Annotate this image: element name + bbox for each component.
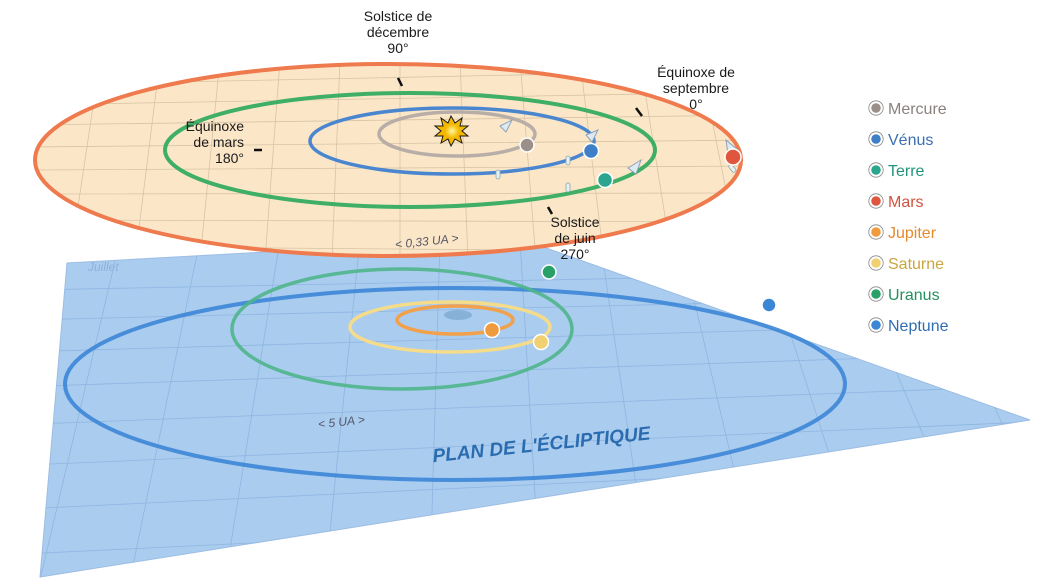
ecliptic-scale-label: < 5 UA >: [317, 412, 365, 431]
legend-label: Vénus: [888, 132, 933, 149]
legend-item: Jupiter: [868, 224, 937, 242]
mercury-orbit: [377, 110, 537, 158]
legend-swatch-ring: [868, 286, 884, 302]
equinox-march-label: Équinoxe de mars 180°: [186, 118, 245, 166]
september-line-2: septembre: [663, 80, 729, 96]
legend-swatch-ring: [868, 193, 884, 209]
solstice-june-label: Solstice de juin 270°: [550, 214, 599, 262]
legend-swatch-ring: [868, 224, 884, 240]
legend-item: Vénus: [868, 131, 933, 149]
legend-swatch-ring: [868, 162, 884, 178]
inner-scale-label: < 0,33 UA >: [394, 231, 459, 252]
jupiter-planet: [483, 321, 501, 339]
uranus-orbit: [230, 267, 574, 391]
legend-swatch: [869, 132, 883, 146]
solstice-december-label: Solstice de décembre 90°: [364, 8, 433, 56]
legend-item: Mars: [868, 193, 924, 211]
saturn-planet: [532, 333, 550, 351]
neptune-orbit: [63, 286, 847, 482]
december-line-3: 90°: [387, 40, 408, 56]
march-line-1: Équinoxe: [186, 118, 245, 134]
december-line-2: décembre: [367, 24, 429, 40]
march-line-3: 180°: [215, 150, 244, 166]
june-line-1: Solstice: [550, 214, 599, 230]
legend-item: Mercure: [868, 100, 947, 118]
mercury-planet: [519, 137, 535, 153]
uranus-planet: [541, 264, 557, 280]
legend-label: Mercure: [888, 101, 947, 118]
season-ticks: [254, 77, 643, 215]
legend-label: Saturne: [888, 256, 944, 273]
venus-planet: [582, 142, 600, 160]
legend-item: Neptune: [868, 317, 949, 335]
legend-swatch: [869, 225, 883, 239]
june-line-2: de juin: [554, 230, 595, 246]
neptune-planet: [761, 297, 777, 313]
legend-swatch: [869, 163, 883, 177]
legend-item: Terre: [868, 162, 925, 180]
mars-planet: [724, 148, 742, 166]
september-line-1: Équinoxe de: [657, 64, 735, 80]
legend-swatch-ring: [868, 255, 884, 271]
month-label: Juillet: [87, 260, 119, 274]
march-line-2: de mars: [193, 134, 244, 150]
jupiter-orbit: [395, 304, 515, 336]
ecliptic-plane: Juillet < 5 UA > PLAN DE L'ÉCLIPTIQUE: [39, 237, 1031, 578]
inner-orbits-plane: < 0,33 UA >: [33, 62, 743, 258]
inner-plane-surface: [35, 64, 741, 256]
equinox-september-label: Équinoxe de septembre 0°: [657, 64, 735, 112]
earth-orbit: [163, 91, 657, 209]
legend-label: Terre: [888, 163, 925, 180]
june-line-3: 270°: [561, 246, 590, 262]
legend-label: Uranus: [888, 287, 940, 304]
earth-planet: [596, 171, 614, 189]
legend-label: Neptune: [888, 318, 949, 335]
legend-swatch-ring: [868, 100, 884, 116]
legend-swatch: [869, 256, 883, 270]
saturn-orbit: [348, 300, 552, 354]
planet-legend: MercureVénusTerreMarsJupiterSaturneUranu…: [868, 100, 949, 335]
legend-item: Saturne: [868, 255, 944, 273]
venus-orbit: [308, 106, 596, 176]
legend-swatch: [869, 287, 883, 301]
legend-swatch-ring: [868, 131, 884, 147]
legend-label: Mars: [888, 194, 924, 211]
legend-item: Uranus: [868, 286, 940, 304]
legend-swatch: [869, 318, 883, 332]
legend-swatch-ring: [868, 317, 884, 333]
legend-swatch: [869, 194, 883, 208]
september-line-3: 0°: [689, 96, 702, 112]
december-line-1: Solstice de: [364, 8, 433, 24]
legend-swatch: [869, 101, 883, 115]
inner-system-shadow: [444, 310, 472, 320]
sun: [433, 114, 470, 148]
legend-label: Jupiter: [888, 225, 937, 242]
